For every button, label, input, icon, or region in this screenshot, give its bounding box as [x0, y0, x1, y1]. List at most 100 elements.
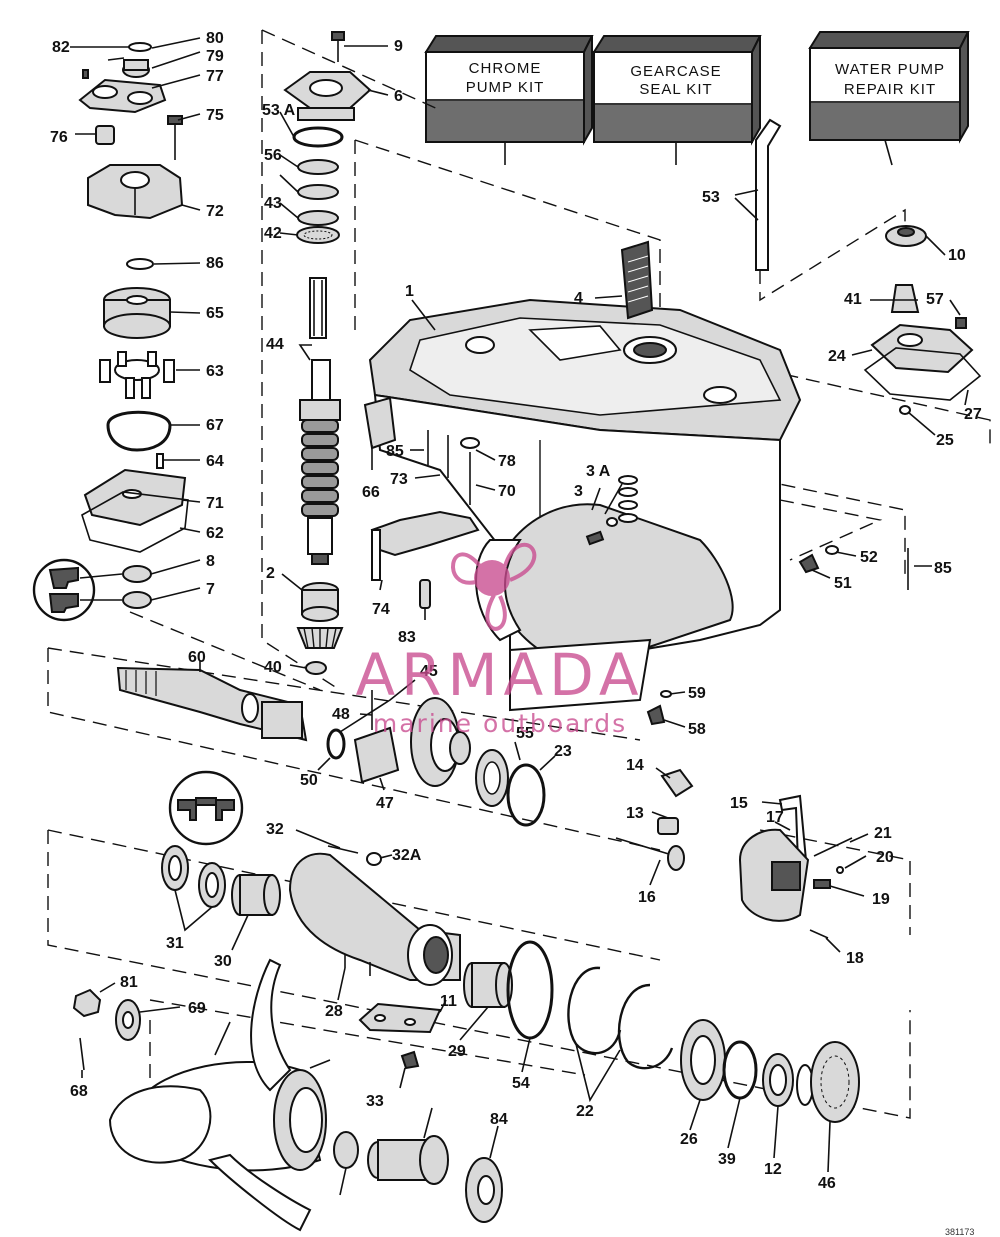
kit-box-chrome-pump: CHROME PUMP KIT [424, 35, 594, 146]
kit-label-line-2: SEAL KIT [639, 81, 712, 98]
part-label-78: 85 [386, 443, 404, 460]
part-label-40: 45 [420, 663, 438, 680]
part-label-38: 43 [264, 195, 282, 212]
part-label-10: 10 [948, 247, 966, 264]
kit-label-line-2: PUMP KIT [466, 79, 545, 96]
part-label-1: 1 [405, 283, 414, 300]
part-label-27: 27 [964, 406, 982, 423]
part-label-71: 78 [498, 453, 516, 470]
kit-label-line-1: WATER PUMP [835, 61, 945, 78]
driveshaft-parts [283, 31, 372, 675]
part-label-32: 32 [266, 821, 284, 838]
part-label-24: 24 [828, 348, 846, 365]
part-label-14: 14 [626, 757, 644, 774]
part-label-57: 64 [206, 453, 224, 470]
part-label-48: 53 A [262, 102, 296, 119]
part-label-6: 6 [394, 88, 403, 105]
part-label-43: 48 [332, 706, 350, 723]
part-label-17: 17 [766, 809, 784, 826]
part-label-59: 66 [362, 484, 380, 501]
part-label-63: 70 [498, 483, 516, 500]
part-label-23: 23 [554, 743, 572, 760]
part-label-49: 54 [512, 1075, 530, 1092]
kit-box-gearcase-seal: GEARCASE SEAL KIT [592, 35, 762, 146]
part-label-70: 77 [206, 68, 224, 85]
part-label-62: 69 [188, 1000, 206, 1017]
part-label-73: 80 [206, 30, 224, 47]
part-label-3: 3 [574, 483, 583, 500]
part-label-4: 4 [574, 290, 583, 307]
part-label-7: 7 [206, 581, 215, 598]
part-label-66: 73 [390, 471, 408, 488]
kit-label-line-2: REPAIR KIT [844, 81, 936, 98]
part-label-32A: 32A [392, 847, 422, 864]
part-label-53A: 59 [688, 685, 706, 702]
part-label-51: 56 [264, 147, 282, 164]
part-label-50: 55 [516, 725, 534, 742]
watermark-tagline: marine outboards [373, 709, 627, 738]
part-label-54: 60 [188, 649, 206, 666]
propeller-parts [72, 958, 503, 1232]
part-label-9: 9 [394, 38, 403, 55]
part-label-35: 40 [264, 659, 282, 676]
part-label-37: 42 [264, 225, 282, 242]
part-label-16: 16 [638, 889, 656, 906]
part-label-22: 22 [576, 1103, 594, 1120]
part-label-78-right: 85 [934, 560, 952, 577]
part-label-68: 75 [206, 107, 224, 124]
part-label-75: 82 [52, 39, 70, 56]
part-label-19: 19 [872, 891, 890, 908]
part-label-26: 26 [680, 1131, 698, 1148]
gearcase-housing [363, 240, 909, 726]
part-number-labels: 82 80 79 77 76 75 72 86 65 63 67 64 71 6… [50, 30, 982, 1192]
bearing-housing-parts [161, 770, 860, 1123]
part-label-31: 31 [166, 935, 184, 952]
part-label-20: 20 [876, 849, 894, 866]
part-label-30: 30 [214, 953, 232, 970]
part-label-52: 57 [926, 291, 944, 308]
part-label-39: 44 [266, 336, 284, 353]
part-label-13: 13 [626, 805, 644, 822]
part-label-58: 65 [206, 305, 224, 322]
part-label-46: 52 [860, 549, 878, 566]
shift-rod-parts [755, 118, 982, 415]
part-label-8: 8 [206, 553, 215, 570]
part-label-79: 86 [206, 255, 224, 272]
part-label-18: 18 [846, 950, 864, 967]
part-label-12: 12 [764, 1161, 782, 1178]
part-label-61: 68 [70, 1083, 88, 1100]
armada-watermark: ARMADA marine outboards [355, 542, 639, 738]
propshaft-parts [116, 666, 546, 827]
propeller-logo-icon [451, 542, 537, 631]
part-label-65: 72 [206, 203, 224, 220]
part-label-67: 74 [372, 601, 390, 618]
part-label-29: 29 [448, 1043, 466, 1060]
part-label-76: 83 [398, 629, 416, 646]
part-label-15: 15 [730, 795, 748, 812]
part-label-72: 79 [206, 48, 224, 65]
part-label-44: 50 [300, 772, 318, 789]
kit-box-water-pump-repair: WATER PUMP REPAIR KIT [808, 31, 970, 144]
part-label-21: 21 [874, 825, 892, 842]
part-label-41: 46 [818, 1175, 836, 1192]
part-label-74: 81 [120, 974, 138, 991]
part-label-11: 11 [440, 993, 457, 1010]
part-label-25: 25 [936, 432, 954, 449]
part-label-60: 67 [206, 417, 224, 434]
part-label-55: 62 [206, 525, 224, 542]
part-label-77: 84 [490, 1111, 508, 1128]
part-label-64: 71 [206, 495, 224, 512]
part-label-47: 53 [702, 189, 720, 206]
part-label-56: 63 [206, 363, 224, 380]
water-pump-parts [32, 42, 189, 622]
part-label-36: 41 [844, 291, 862, 308]
kit-label-line-1: GEARCASE [630, 63, 721, 80]
part-label-33: 33 [366, 1093, 384, 1110]
leader-lines [70, 37, 969, 1196]
part-label-45: 51 [834, 575, 852, 592]
part-label-53: 58 [688, 721, 706, 738]
part-label-28: 28 [325, 1003, 343, 1020]
kit-label-line-1: CHROME [469, 60, 542, 77]
part-label-42: 47 [376, 795, 394, 812]
